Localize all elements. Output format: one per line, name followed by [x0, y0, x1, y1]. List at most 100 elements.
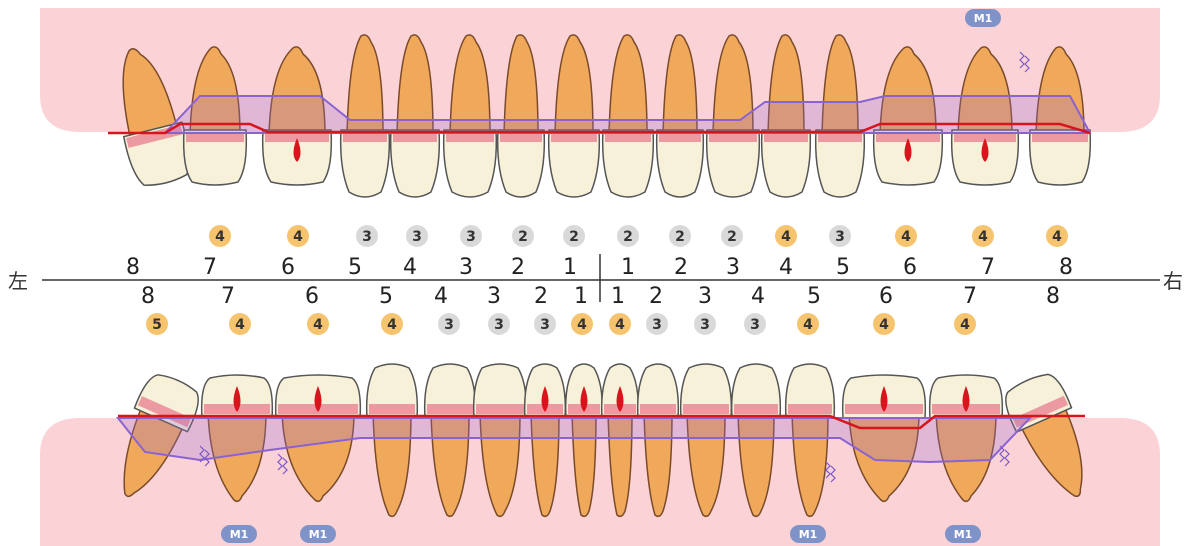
lower-grade: 3	[646, 313, 668, 335]
lower-tooth-number: 7	[221, 284, 235, 309]
upper-tooth-number: 4	[403, 255, 417, 280]
side-label-right: 右	[1163, 269, 1183, 293]
grade-value: 4	[293, 229, 303, 245]
lower-tooth-number: 8	[1046, 284, 1060, 309]
upper-tooth-number: 2	[674, 255, 688, 280]
upper-tooth-number: 5	[836, 255, 850, 280]
m1-badge-label: M1	[974, 12, 993, 25]
grade-value: 4	[879, 317, 889, 333]
grade-value: 3	[540, 317, 550, 333]
upper-grade: 4	[895, 225, 917, 247]
lower-tooth-number: 5	[379, 284, 393, 309]
grade-value: 4	[781, 229, 791, 245]
lower-tooth-number: 1	[611, 284, 625, 309]
upper-grade: 4	[1046, 225, 1068, 247]
upper-tooth-number: 5	[348, 255, 362, 280]
upper-tooth-number: 1	[563, 255, 577, 280]
lower-grades: 5 4 4 4 3 3 3 4 4 3 3 3 4 4 4	[146, 313, 976, 335]
upper-tooth-number: 7	[981, 255, 995, 280]
grade-value: 3	[750, 317, 760, 333]
grade-value: 3	[494, 317, 504, 333]
grade-value: 3	[444, 317, 454, 333]
grade-value: 3	[835, 229, 845, 245]
tooth-enamel-band	[734, 404, 778, 414]
lower-grade: 3	[534, 313, 556, 335]
lower-grade: 3	[694, 313, 716, 335]
lower-tooth-number: 5	[807, 284, 821, 309]
grade-value: 3	[412, 229, 422, 245]
lower-grade: 4	[229, 313, 251, 335]
upper-tooth-number: 6	[903, 255, 917, 280]
upper-tooth-number: 4	[779, 255, 793, 280]
lower-tooth-number: 1	[574, 284, 588, 309]
grade-value: 3	[466, 229, 476, 245]
lower-grade: 4	[609, 313, 631, 335]
m1-badge: M1	[300, 525, 336, 543]
upper-grade: 3	[460, 225, 482, 247]
m1-badge: M1	[965, 9, 1001, 27]
lower-grade: 4	[381, 313, 403, 335]
lower-grade: 4	[307, 313, 329, 335]
upper-grade: 3	[406, 225, 428, 247]
grade-value: 4	[577, 317, 587, 333]
m1-badge-label: M1	[309, 528, 328, 541]
grade-value: 4	[615, 317, 625, 333]
upper-grade: 4	[775, 225, 797, 247]
upper-grade: 2	[512, 225, 534, 247]
lower-tooth-number: 6	[305, 284, 319, 309]
upper-tooth-number: 3	[459, 255, 473, 280]
lower-grade: 4	[797, 313, 819, 335]
grade-value: 4	[978, 229, 988, 245]
lower-tooth-number: 4	[434, 284, 448, 309]
grade-value: 2	[727, 229, 737, 245]
upper-tooth-number: 3	[726, 255, 740, 280]
upper-grade: 4	[287, 225, 309, 247]
tooth-enamel-band	[427, 404, 473, 414]
lower-tooth-number: 6	[879, 284, 893, 309]
upper-tooth-number: 8	[1059, 255, 1073, 280]
tooth-enamel-band	[683, 404, 729, 414]
upper-grades: 4 4 3 3 3 2 2 2 2 2 4 3 4 4 4	[209, 225, 1068, 247]
grade-value: 4	[313, 317, 323, 333]
upper-grade: 2	[563, 225, 585, 247]
lower-grade: 4	[954, 313, 976, 335]
lower-grade: 4	[571, 313, 593, 335]
upper-grade: 2	[669, 225, 691, 247]
grade-value: 3	[362, 229, 372, 245]
grade-value: 3	[700, 317, 710, 333]
tooth-enamel-band	[640, 404, 676, 414]
lower-tooth-number: 3	[487, 284, 501, 309]
lower-grade: 3	[744, 313, 766, 335]
upper-tooth-number: 8	[126, 255, 140, 280]
upper-grade: 2	[617, 225, 639, 247]
m1-badge-label: M1	[230, 528, 249, 541]
m1-badge: M1	[221, 525, 257, 543]
upper-tooth-number: 2	[511, 255, 525, 280]
tooth-enamel-band	[476, 404, 524, 414]
grade-value: 4	[1052, 229, 1062, 245]
tooth-enamel-band	[788, 404, 832, 414]
lower-tooth-number: 3	[698, 284, 712, 309]
upper-tooth-number: 7	[203, 255, 217, 280]
grade-value: 4	[387, 317, 397, 333]
upper-grade: 3	[356, 225, 378, 247]
upper-grade: 3	[829, 225, 851, 247]
grade-value: 2	[675, 229, 685, 245]
grade-value: 2	[623, 229, 633, 245]
m1-badge: M1	[945, 525, 981, 543]
grade-value: 4	[803, 317, 813, 333]
lower-tooth-number: 4	[751, 284, 765, 309]
upper-grade: 4	[972, 225, 994, 247]
upper-grade: 4	[209, 225, 231, 247]
side-label-left: 左	[8, 269, 28, 293]
grade-value: 5	[152, 317, 162, 333]
lower-grade: 3	[488, 313, 510, 335]
lower-grade: 4	[873, 313, 895, 335]
tooth-enamel-band	[369, 404, 415, 414]
lower-tooth-number: 7	[963, 284, 977, 309]
lower-tooth-number: 8	[141, 284, 155, 309]
lower-grade: 3	[438, 313, 460, 335]
upper-tooth-number: 1	[621, 255, 635, 280]
grade-value: 4	[960, 317, 970, 333]
